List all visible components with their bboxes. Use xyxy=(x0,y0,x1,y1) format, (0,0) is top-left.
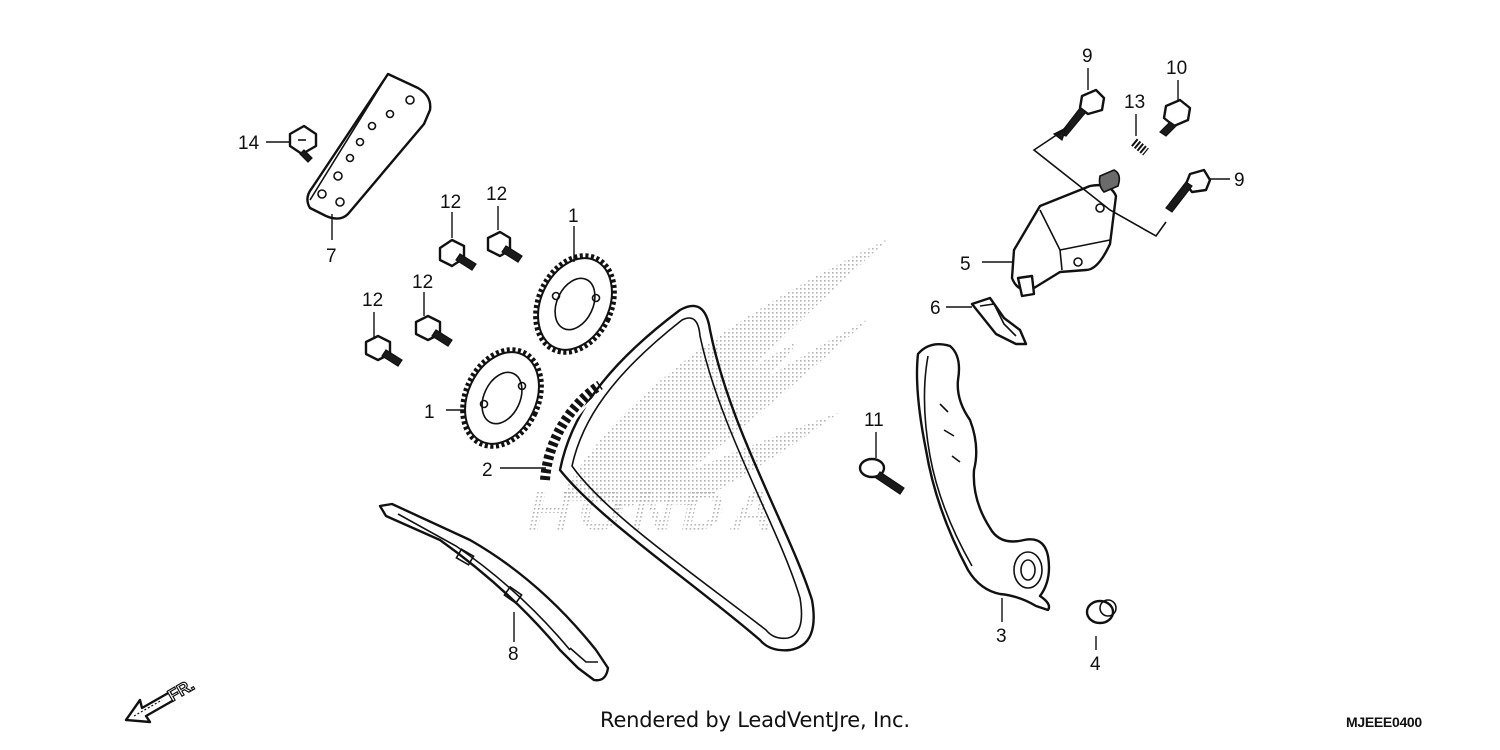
front-arrow-icon xyxy=(124,690,176,724)
assembly-line-bolts xyxy=(1032,129,1167,238)
callout-12-c: 12 xyxy=(412,272,433,293)
upper-chain-guide-part xyxy=(306,72,432,220)
callout-12-b: 12 xyxy=(486,184,507,205)
callout-5: 5 xyxy=(960,254,971,275)
cam-sprocket-upper xyxy=(533,253,617,355)
honda-watermark-text: HONDA xyxy=(523,479,789,543)
bolt-part-11 xyxy=(858,457,905,495)
bolt-part-14 xyxy=(288,124,318,163)
spring-part-13 xyxy=(1131,138,1149,156)
drawing-code: MJEEE0400 xyxy=(1346,714,1422,730)
gasket-part-6 xyxy=(970,296,1028,346)
bolt-part-12-b xyxy=(486,230,523,263)
callout-1-lower: 1 xyxy=(424,402,435,423)
callout-3: 3 xyxy=(996,626,1007,647)
callout-12-a: 12 xyxy=(440,192,461,213)
callout-11: 11 xyxy=(864,410,884,431)
bolt-part-10 xyxy=(1159,98,1192,137)
callout-4: 4 xyxy=(1090,654,1101,675)
cam-sprocket-lower xyxy=(460,347,544,449)
bolt-part-12-c xyxy=(414,314,453,347)
callout-9-right: 9 xyxy=(1234,170,1245,191)
callout-10: 10 xyxy=(1166,58,1187,79)
tensioner-arm-part-3 xyxy=(915,343,1051,612)
callout-7: 7 xyxy=(326,246,337,267)
callout-14: 14 xyxy=(238,133,260,154)
callout-9-upper: 9 xyxy=(1082,46,1093,67)
tensioner-lifter-part-5 xyxy=(1010,169,1121,298)
bolt-part-12-a xyxy=(438,238,477,271)
bolt-part-9-upper xyxy=(1052,88,1106,141)
callout-6: 6 xyxy=(930,298,941,319)
bolt-part-12-d xyxy=(364,334,403,367)
leader-lines xyxy=(266,68,1230,650)
callout-12-d: 12 xyxy=(362,290,383,311)
honda-wing-watermark: HONDA xyxy=(523,238,890,543)
cam-chain-part xyxy=(540,304,815,652)
callout-1-upper: 1 xyxy=(568,206,579,227)
bolt-part-9-right xyxy=(1165,168,1212,213)
collar-part-4 xyxy=(1085,599,1117,625)
render-credit: Rendered by LeadVentJre, Inc. xyxy=(600,708,910,732)
callout-8: 8 xyxy=(508,644,519,665)
chain-guide-part-8 xyxy=(378,502,610,682)
callout-13: 13 xyxy=(1124,92,1145,113)
front-direction-marker: FR. xyxy=(124,675,198,724)
callout-2: 2 xyxy=(482,460,493,481)
